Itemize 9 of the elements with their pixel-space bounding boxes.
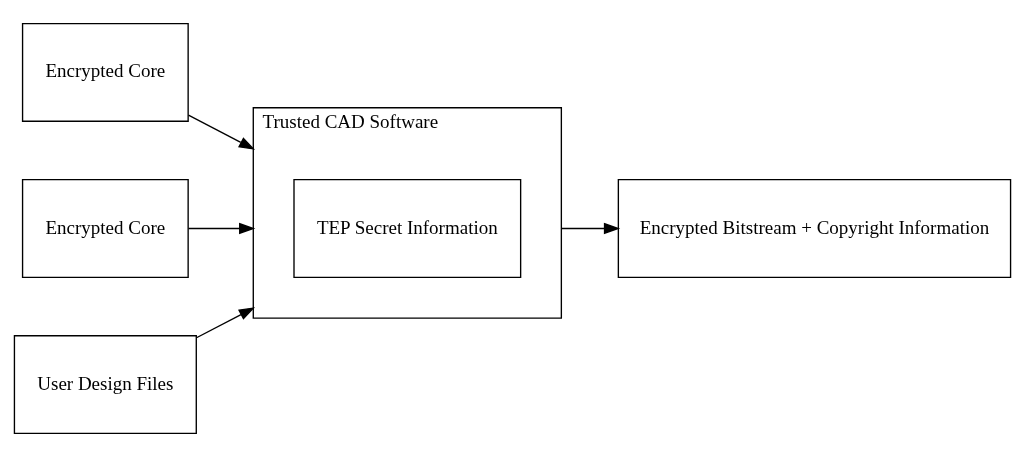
node-box: User Design Files: [13, 335, 197, 435]
arrow: [560, 222, 620, 235]
node-box: Encrypted Core: [21, 22, 189, 122]
node-box: TEP Secret Information: [292, 178, 521, 279]
arrow: [187, 222, 255, 235]
arrow: [187, 114, 255, 150]
node-box: Encrypted Bitstream + Copyright Information: [617, 178, 1011, 279]
node-box: Encrypted Core: [21, 178, 189, 279]
arrow: [195, 307, 255, 339]
